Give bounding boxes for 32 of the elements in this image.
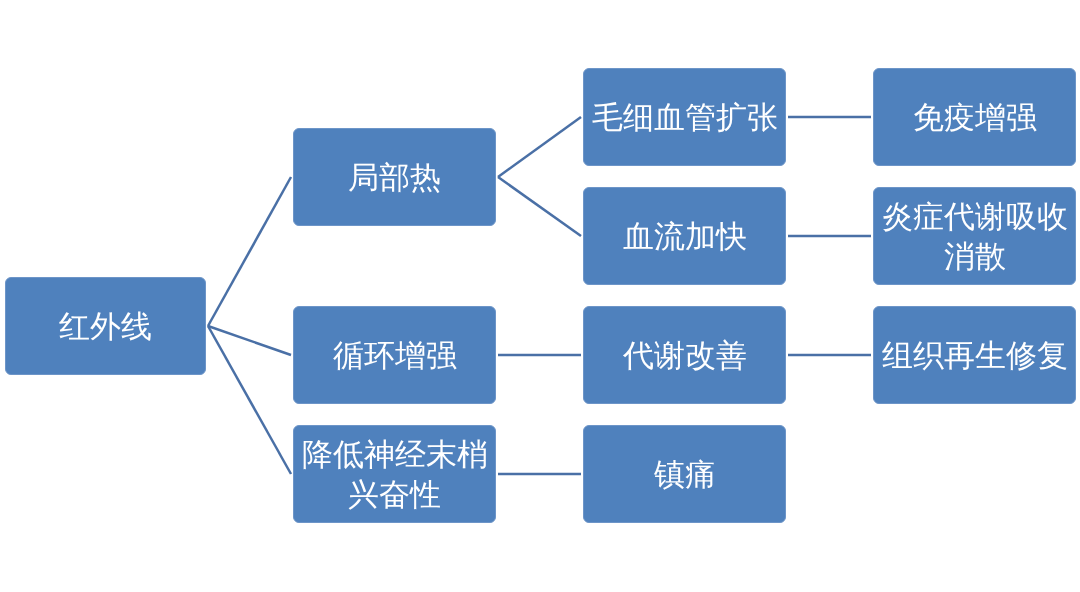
box-label: 组织再生修复 (881, 335, 1068, 375)
process-box (873, 306, 1076, 404)
connector-line (498, 353, 581, 357)
connector-line (497, 176, 582, 237)
box-label: 血流加快 (622, 216, 747, 256)
process-box (583, 68, 786, 166)
process-box (293, 425, 496, 523)
box-label: 循环增强 (332, 335, 457, 375)
connector-line (207, 324, 292, 357)
box-label: 炎症代谢吸收消散 (880, 196, 1069, 276)
box-label: 降低神经末梢兴奋性 (300, 434, 489, 514)
process-box (583, 425, 786, 523)
connector-line (497, 116, 582, 178)
connector-line (206, 325, 293, 475)
process-box (293, 306, 496, 404)
connector-line (788, 234, 871, 238)
box-label: 毛细血管扩张 (591, 97, 778, 137)
connector-line (498, 472, 581, 476)
box-label: 红外线 (59, 306, 152, 346)
box-label: 镇痛 (653, 454, 716, 494)
box-label: 代谢改善 (622, 335, 747, 375)
connector-line (788, 353, 871, 357)
process-box (583, 306, 786, 404)
process-box (873, 68, 1076, 166)
connector-line (206, 176, 293, 327)
connector-line (788, 115, 871, 119)
process-box (293, 128, 496, 226)
process-box (583, 187, 786, 285)
box-label: 免疫增强 (912, 97, 1037, 137)
process-box (873, 187, 1076, 285)
box-label: 局部热 (348, 157, 441, 197)
process-box (5, 277, 206, 375)
